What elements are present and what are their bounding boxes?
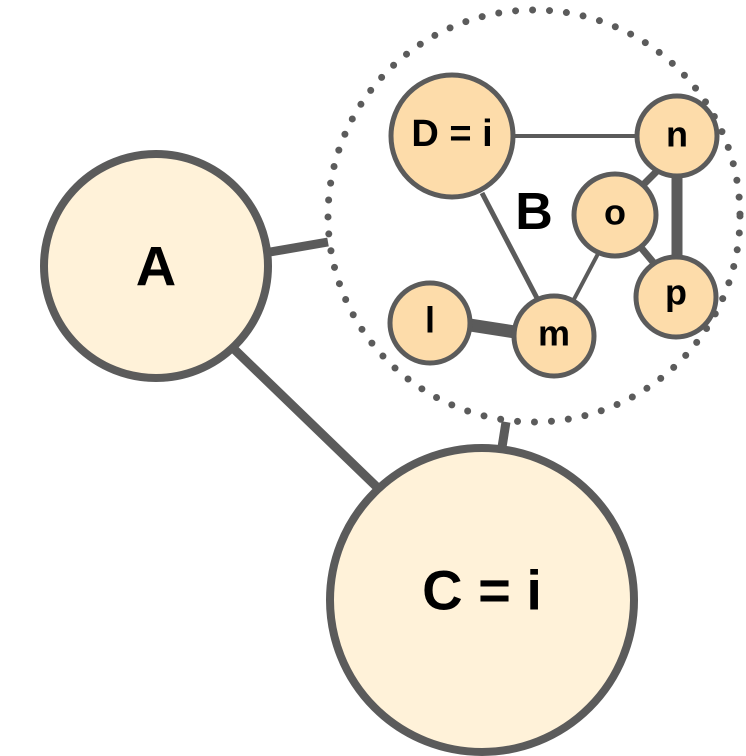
node-p: p (633, 254, 719, 340)
edge-a-b (269, 237, 329, 257)
node-a: A (40, 150, 272, 382)
node-m-label: m (538, 313, 570, 354)
node-m: m (511, 293, 597, 379)
edge-a-c (231, 346, 386, 496)
node-c: C = i (326, 444, 638, 756)
node-n-label: n (666, 114, 688, 155)
node-p-label: p (665, 272, 687, 313)
node-o: o (571, 171, 659, 259)
group-b-label: B (515, 183, 553, 241)
edge-d-m (479, 191, 541, 302)
node-d-label: D = i (411, 113, 492, 155)
node-l: l (387, 280, 473, 366)
node-o-label: o (604, 192, 626, 233)
edges (231, 134, 683, 496)
node-n: n (634, 93, 720, 179)
edge-m-o (570, 249, 602, 304)
edge-l-m (469, 318, 516, 339)
node-a-label: A (136, 235, 176, 298)
node-d: D = i (388, 72, 516, 200)
node-l-label: l (425, 300, 435, 341)
group-b-boundary (324, 6, 744, 426)
node-c-label: C = i (422, 559, 542, 622)
